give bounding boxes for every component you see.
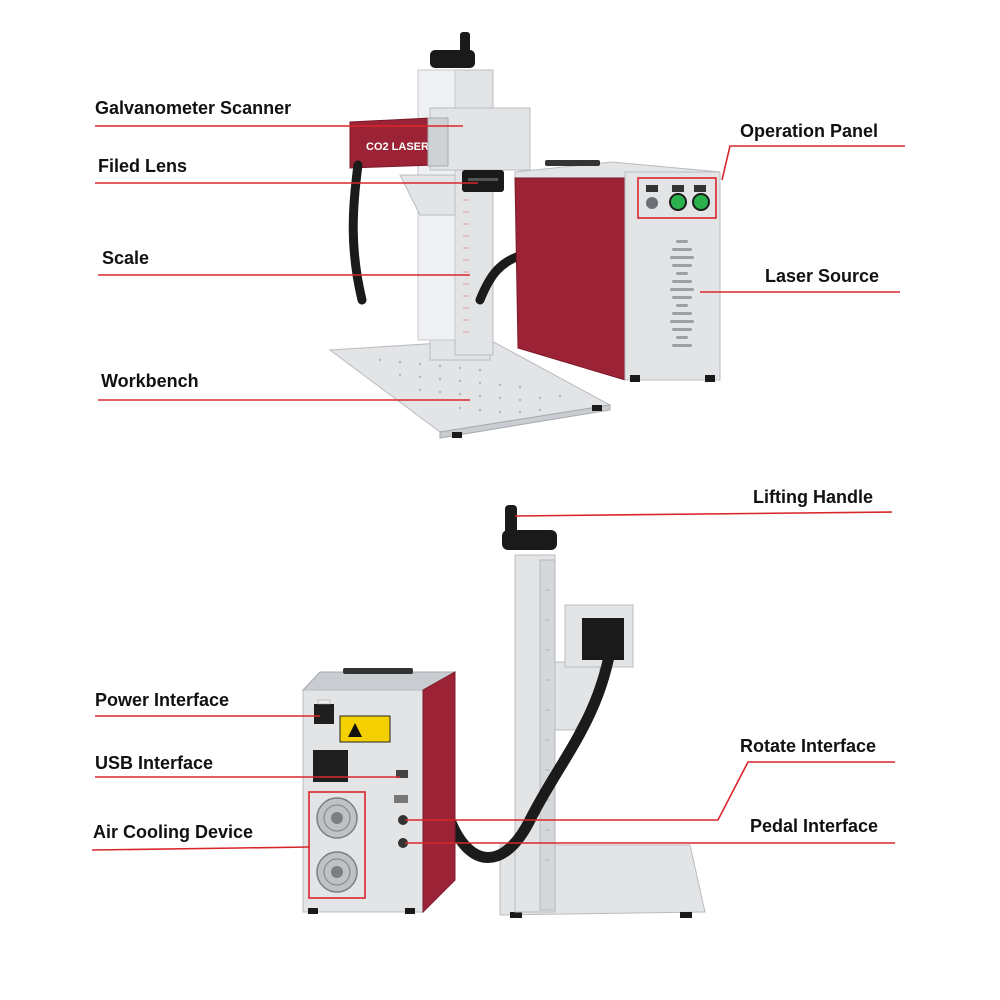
label-pedal-interface: Pedal Interface	[750, 816, 878, 836]
rear-galvo-port	[582, 618, 624, 660]
air-cooling-device	[316, 797, 358, 893]
scale-ticks	[463, 199, 469, 333]
workbench-edge	[439, 404, 611, 439]
label-lifting-handle: Lifting Handle	[753, 487, 873, 507]
vent-slots	[670, 240, 694, 347]
label-usb-interface: USB Interface	[95, 753, 213, 773]
label-workbench: Workbench	[101, 371, 199, 391]
rotate-port	[398, 815, 408, 825]
laser-source-red-side	[514, 177, 626, 381]
label-scale: Scale	[102, 248, 149, 268]
usb-port	[396, 770, 408, 778]
pedal-port	[398, 838, 408, 848]
air-cooling-highlight	[308, 791, 366, 899]
key-switch	[646, 197, 658, 209]
galvo-ring	[427, 117, 449, 167]
workbench-foot	[592, 405, 602, 411]
rear-box-foot	[308, 908, 318, 914]
rear-box-red-side	[422, 671, 456, 914]
port-slot	[394, 795, 408, 803]
green-button	[669, 193, 687, 211]
laser-source-foot	[630, 375, 640, 382]
power-socket	[314, 704, 334, 724]
fiber-cable	[348, 160, 367, 305]
top-handle-knob	[460, 32, 470, 54]
head-bracket	[399, 174, 456, 216]
power-socket-label	[317, 699, 331, 705]
leader-operation-panel	[721, 145, 905, 181]
warning-triangle-icon	[348, 723, 362, 737]
leader-air-cooling-device	[91, 846, 311, 851]
field-lens-band	[468, 178, 498, 181]
leader-lines	[91, 125, 905, 851]
label-laser-source: Laser Source	[765, 266, 879, 286]
rear-workbench-foot	[680, 912, 692, 918]
workbench-hole-grid	[378, 358, 562, 414]
label-air-cooling-device: Air Cooling Device	[93, 822, 253, 842]
leader-lifting-handle	[514, 511, 893, 517]
workbench-foot	[452, 432, 462, 438]
label-power-interface: Power Interface	[95, 690, 229, 710]
laser-source-handle	[545, 160, 600, 166]
operation-panel-highlight	[637, 177, 717, 219]
label-rotate-interface: Rotate Interface	[740, 736, 876, 756]
laser-source-foot	[705, 375, 715, 382]
label-operation-panel: Operation Panel	[740, 121, 878, 141]
logo-text: CO2 LASER	[366, 141, 429, 153]
callout-labels: Galvanometer Scanner Filed Lens Scale Wo…	[93, 98, 879, 842]
rear-box-handle	[343, 668, 413, 674]
rear-view-machine	[301, 505, 706, 918]
front-view-machine: CO2 LASER	[328, 32, 721, 439]
green-button	[692, 193, 710, 211]
warning-sticker	[339, 715, 391, 743]
rear-box-foot	[405, 908, 415, 914]
label-galvanometer-scanner: Galvanometer Scanner	[95, 98, 291, 118]
operation-panel	[646, 185, 710, 211]
label-field-lens: Filed Lens	[98, 156, 187, 176]
rear-workbench-foot	[510, 912, 522, 918]
lifting-handle	[505, 505, 517, 537]
leader-rotate-interface	[405, 761, 895, 821]
rear-column-side	[539, 559, 556, 911]
top-handle-wheel	[430, 50, 475, 68]
